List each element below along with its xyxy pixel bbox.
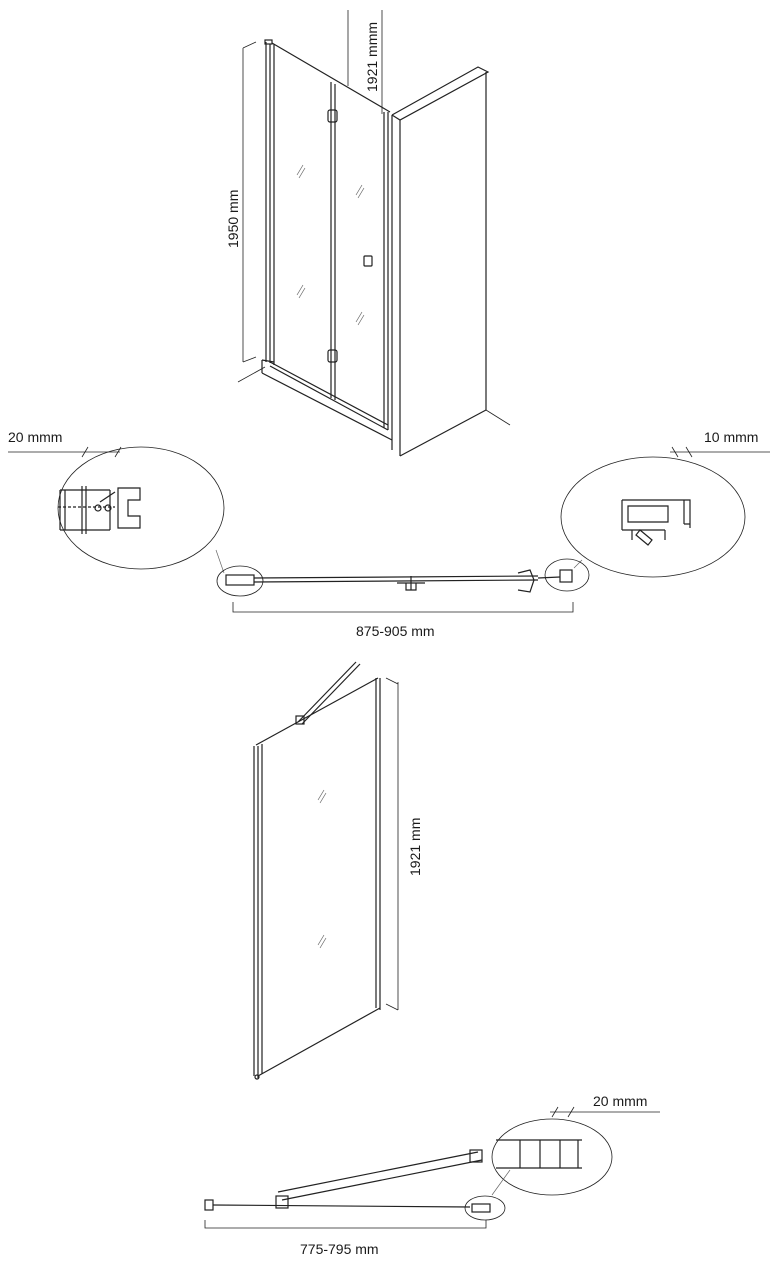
profile-detail-left (58, 486, 141, 534)
plan-view-top (8, 446, 770, 613)
height-label-1950: 1950 mm (225, 189, 241, 248)
width-label-875-905: 875-905 mm (356, 623, 435, 639)
detail-callout-left (57, 446, 225, 570)
fixed-panel-isometric (253, 661, 399, 1080)
handle-icon (363, 255, 373, 267)
panel-height-label-1921: 1921 mm (407, 817, 423, 876)
profile-detail-right (621, 499, 691, 546)
detail-callout-right (560, 456, 746, 578)
plan-view-bottom (204, 1106, 660, 1229)
hinge-icon (327, 349, 338, 363)
hinge-icon (275, 1195, 289, 1209)
dimension-bracket-width (232, 602, 574, 613)
hinge-icon (327, 109, 338, 123)
dimension-bracket-width (204, 1220, 487, 1229)
glass-height-label-1921: 1921 mmm (364, 21, 380, 92)
detail-callout (491, 1118, 613, 1196)
folding-door-isometric (237, 10, 511, 457)
right-offset-label: 10 mmm (704, 429, 759, 445)
left-offset-label: 20 mmm (8, 429, 63, 445)
width-label-775-795: 775-795 mm (300, 1241, 379, 1257)
support-bar-clamp (295, 715, 305, 725)
bottom-offset-label: 20 mmm (593, 1093, 648, 1109)
